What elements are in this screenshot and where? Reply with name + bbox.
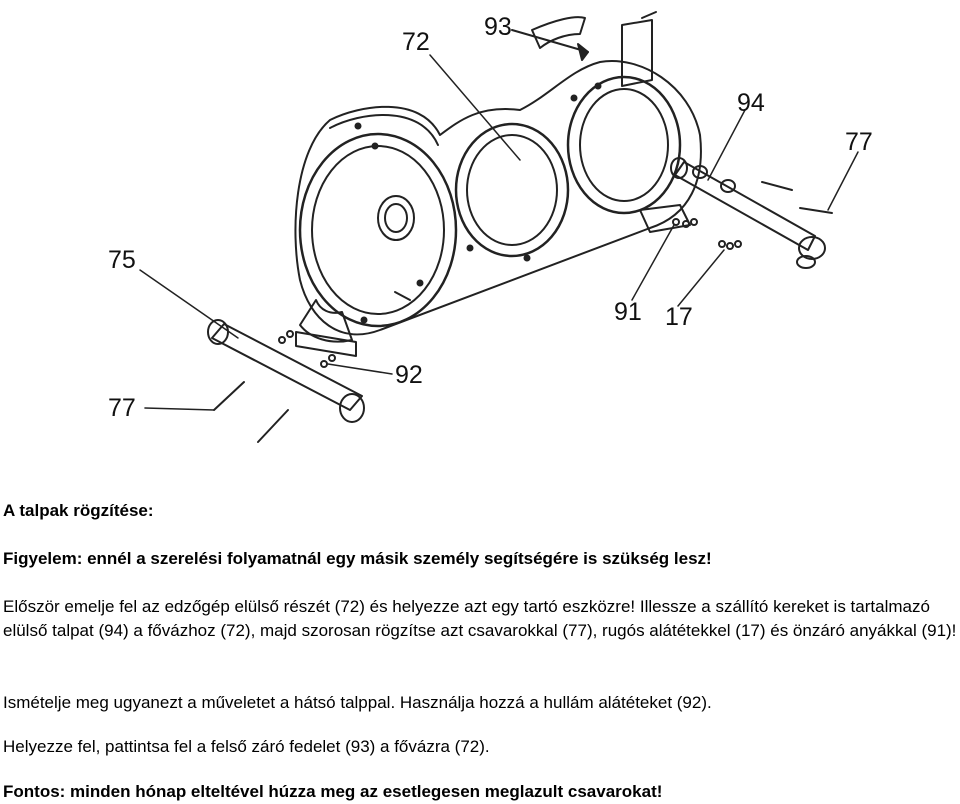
- bolt-77-bottom-a: [213, 381, 245, 411]
- callout-77-bottom: 77: [108, 394, 136, 422]
- top-cover: [531, 16, 586, 49]
- instruction-paragraph-2: Ismételje meg ugyanezt a műveletet a hát…: [3, 693, 712, 712]
- bolt-77-bottom-b: [257, 409, 289, 443]
- arrow-93: [511, 29, 589, 53]
- bolt-77-top-a: [761, 181, 793, 191]
- callout-77-top: 77: [845, 128, 873, 156]
- callout-92: 92: [395, 361, 423, 389]
- instruction-paragraph-1: Először emelje fel az edzőgép elülső rés…: [3, 597, 957, 640]
- assembly-diagram: 72 93 94 77 75 91 17 92 77: [108, 11, 873, 443]
- callout-72: 72: [402, 28, 430, 56]
- callout-94: 94: [737, 89, 765, 117]
- callout-91: 91: [614, 298, 642, 326]
- instruction-paragraph-3: Helyezze fel, pattintsa fel a felső záró…: [3, 737, 490, 756]
- front-stabilizer: [670, 157, 826, 269]
- important-note: Fontos: minden hónap elteltével húzza me…: [3, 782, 663, 801]
- warning-text: Figyelem: ennél a szerelési folyamatnál …: [3, 549, 712, 568]
- section-heading: A talpak rögzítése:: [3, 501, 154, 520]
- callout-75: 75: [108, 246, 136, 274]
- callout-17: 17: [665, 303, 693, 331]
- callout-93: 93: [484, 13, 512, 41]
- main-frame: [294, 11, 702, 343]
- rear-stabilizer: [207, 319, 365, 423]
- bolt-77-top-b: [799, 207, 833, 214]
